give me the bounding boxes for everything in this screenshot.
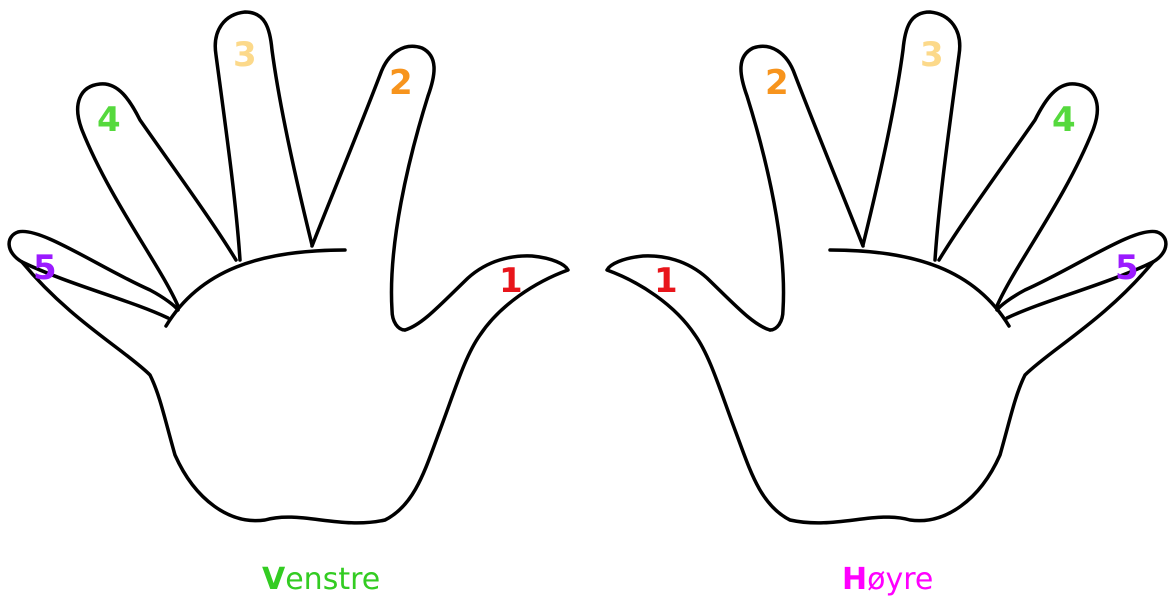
right-caption-rest: øyre xyxy=(867,562,934,597)
left-finger-label-5: 5 xyxy=(33,248,57,288)
right-finger-label-2: 2 xyxy=(765,63,789,103)
left-hand: 1 2 3 4 5 xyxy=(7,10,570,525)
left-hand-caption: Venstre xyxy=(262,560,380,600)
left-caption-rest: enstre xyxy=(285,562,381,597)
left-finger-label-1: 1 xyxy=(499,261,523,301)
right-finger-label-3: 3 xyxy=(920,35,944,75)
right-hand: 1 2 3 4 5 xyxy=(605,10,1168,525)
right-finger-label-4: 4 xyxy=(1052,100,1076,140)
right-hand-caption: Høyre xyxy=(842,560,933,600)
left-finger-label-3: 3 xyxy=(233,35,257,75)
left-finger-label-4: 4 xyxy=(97,100,121,140)
left-hand-outline xyxy=(7,10,570,525)
right-hand-outline xyxy=(605,10,1168,525)
right-caption-initial: H xyxy=(842,562,868,597)
right-finger-label-5: 5 xyxy=(1115,248,1139,288)
left-caption-initial: V xyxy=(262,562,286,597)
left-finger-label-2: 2 xyxy=(389,63,413,103)
right-finger-label-1: 1 xyxy=(654,261,678,301)
